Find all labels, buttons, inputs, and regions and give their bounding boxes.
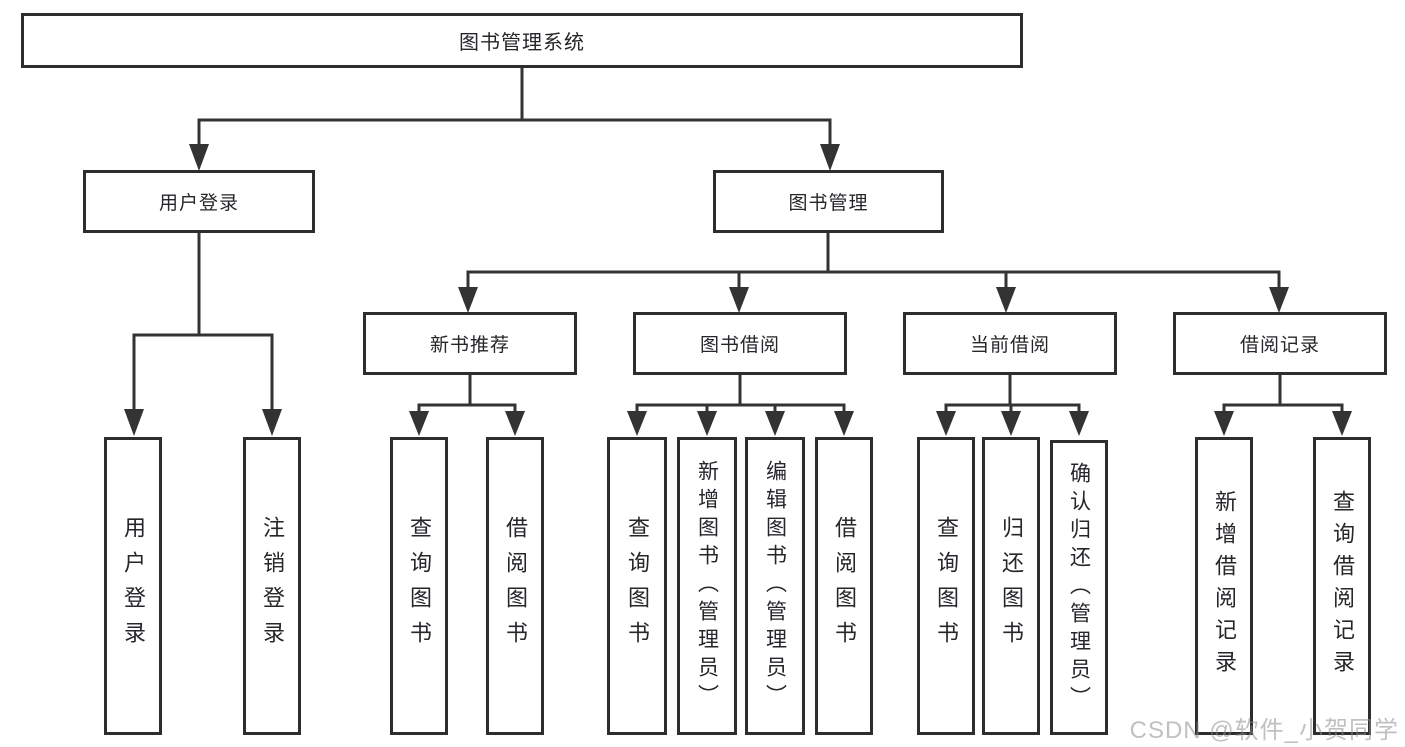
node-leaf-confirm-return-admin: 确认归还（管理员） bbox=[1050, 440, 1108, 735]
node-leaf-logout: 注销登录 bbox=[243, 437, 301, 735]
node-leaf-query-books-3: 查询图书 bbox=[917, 437, 975, 735]
node-leaf-query-books-2: 查询图书 bbox=[607, 437, 667, 735]
node-book-management: 图书管理 bbox=[713, 170, 944, 233]
csdn-watermark: CSDN @软件_小贺同学 bbox=[1129, 717, 1399, 744]
node-leaf-query-borrow-record: 查询借阅记录 bbox=[1313, 437, 1371, 735]
node-leaf-return-book: 归还图书 bbox=[982, 437, 1040, 735]
node-leaf-add-borrow-record: 新增借阅记录 bbox=[1195, 437, 1253, 735]
node-leaf-add-book-admin: 新增图书（管理员） bbox=[677, 437, 737, 735]
node-user-login: 用户登录 bbox=[83, 170, 315, 233]
node-leaf-user-login: 用户登录 bbox=[104, 437, 162, 735]
arrowheads bbox=[124, 144, 1352, 436]
node-current-borrowing: 当前借阅 bbox=[903, 312, 1117, 375]
node-leaf-borrow-books-1: 借阅图书 bbox=[486, 437, 544, 735]
node-borrowing-records: 借阅记录 bbox=[1173, 312, 1387, 375]
node-leaf-query-books-1: 查询图书 bbox=[390, 437, 448, 735]
node-leaf-edit-book-admin: 编辑图书（管理员） bbox=[745, 437, 805, 735]
node-leaf-borrow-books-2: 借阅图书 bbox=[815, 437, 873, 735]
node-library-management-system: 图书管理系统 bbox=[21, 13, 1023, 68]
node-book-borrowing: 图书借阅 bbox=[633, 312, 847, 375]
node-new-book-recommendation: 新书推荐 bbox=[363, 312, 577, 375]
